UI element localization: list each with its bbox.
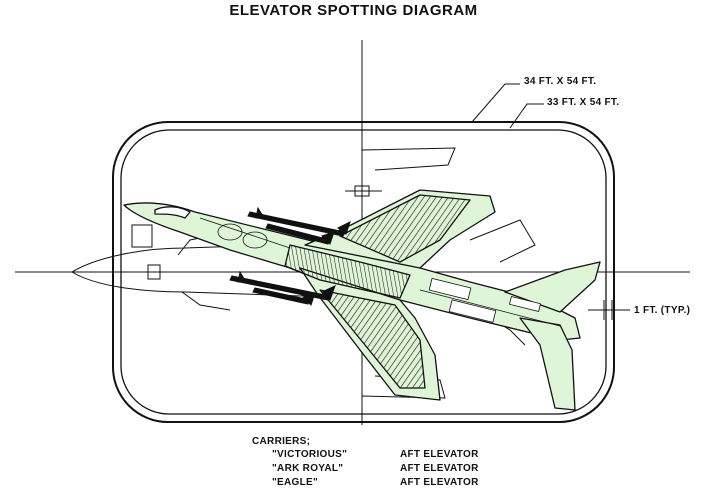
elevator-outline-outer <box>112 121 615 423</box>
carrier-list: CARRIERS; "VICTORIOUS" AFT ELEVATOR "ARK… <box>252 436 520 490</box>
outer-dimension-label: 34 FT. X 54 FT. <box>524 76 597 87</box>
missile <box>247 206 351 237</box>
carrier-name: "ARK ROYAL" <box>272 463 344 474</box>
carrier-name: "VICTORIOUS" <box>272 449 348 460</box>
carrier-elevator: AFT ELEVATOR <box>400 449 479 460</box>
carrier-elevator: AFT ELEVATOR <box>400 477 479 488</box>
carrier-row: "ARK ROYAL" AFT ELEVATOR <box>252 462 520 476</box>
missile <box>265 223 335 245</box>
margin-dimension-label: 1 FT. (TYP.) <box>634 305 691 316</box>
margin-dimension-marker <box>588 300 630 320</box>
missile <box>252 287 316 306</box>
carriers-heading: CARRIERS; <box>252 436 311 447</box>
elevator-outline-inner <box>120 129 607 415</box>
carrier-elevator: AFT ELEVATOR <box>400 463 479 474</box>
ghost-aircraft-outline <box>71 147 536 399</box>
missile <box>229 270 336 301</box>
inner-dimension-label: 33 FT. X 54 FT. <box>547 97 620 108</box>
missiles <box>229 206 351 306</box>
carrier-row: "EAGLE" AFT ELEVATOR <box>252 476 520 490</box>
carrier-row: "VICTORIOUS" AFT ELEVATOR <box>252 448 520 462</box>
tail-fin <box>504 261 601 313</box>
horizontal-stabilizer <box>519 317 576 411</box>
aircraft-silhouette <box>123 189 601 411</box>
carrier-name: "EAGLE" <box>272 477 319 488</box>
spot-marker <box>140 185 382 280</box>
leader-outer-dimension <box>471 83 520 123</box>
diagram-title: ELEVATOR SPOTTING DIAGRAM <box>229 2 478 19</box>
canopy <box>154 206 191 219</box>
leader-inner-dimension <box>509 103 544 129</box>
